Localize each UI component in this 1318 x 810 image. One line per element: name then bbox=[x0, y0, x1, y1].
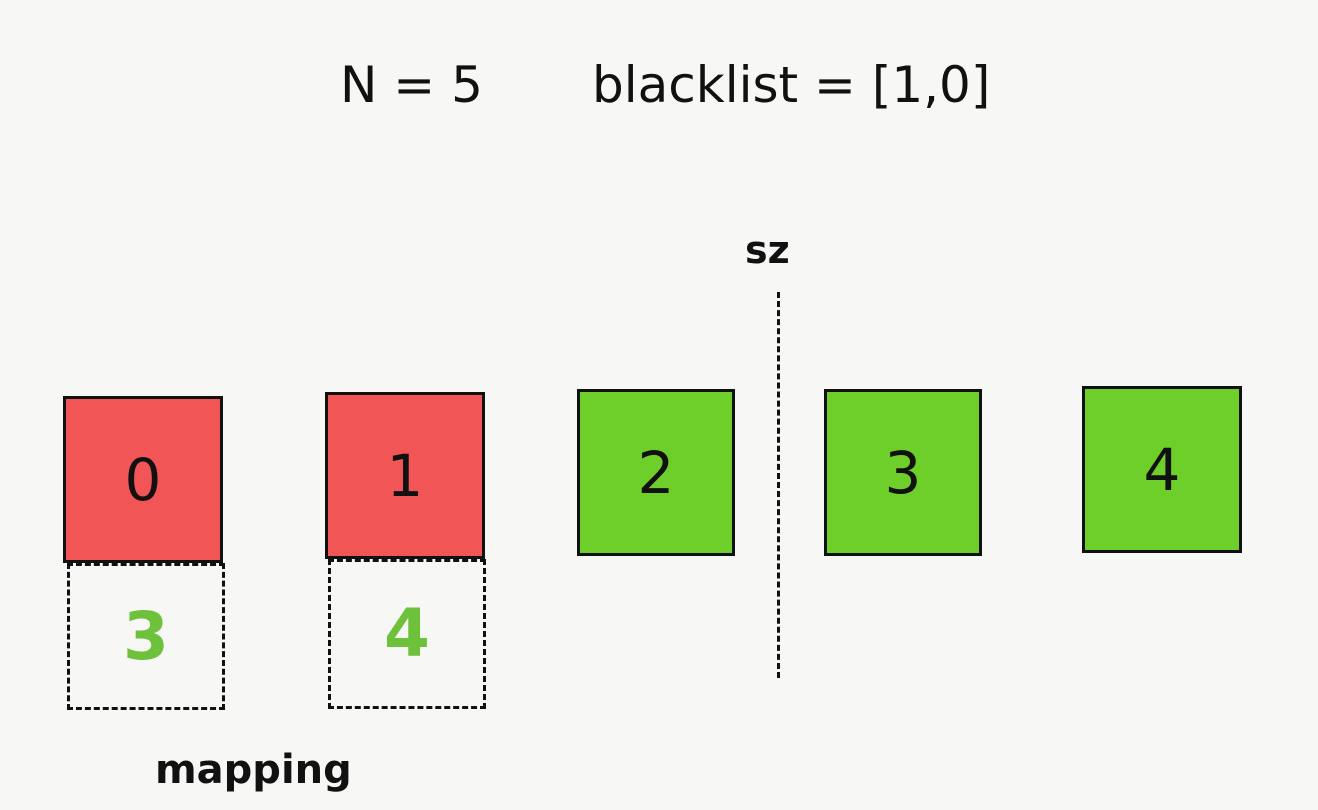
mapping-box-0: 3 bbox=[67, 563, 225, 710]
mapping-value-0: 3 bbox=[123, 597, 169, 675]
cell-3: 3 bbox=[824, 389, 982, 556]
cell-3-value: 3 bbox=[884, 438, 922, 507]
cell-4-value: 4 bbox=[1143, 435, 1181, 504]
cell-1-value: 1 bbox=[386, 441, 424, 510]
title-blacklist: blacklist = [1,0] bbox=[592, 56, 991, 114]
title-n: N = 5 bbox=[340, 56, 483, 114]
mapping-value-1: 4 bbox=[384, 595, 430, 672]
cell-0: 0 bbox=[63, 396, 223, 563]
cell-2: 2 bbox=[577, 389, 735, 556]
cell-4: 4 bbox=[1082, 386, 1242, 553]
sz-label: sz bbox=[745, 228, 790, 272]
cell-0-value: 0 bbox=[124, 445, 162, 514]
sz-divider-line bbox=[777, 292, 780, 678]
cell-2-value: 2 bbox=[637, 438, 675, 507]
cell-1: 1 bbox=[325, 392, 485, 559]
mapping-box-1: 4 bbox=[328, 559, 486, 709]
mapping-label: mapping bbox=[155, 747, 352, 793]
